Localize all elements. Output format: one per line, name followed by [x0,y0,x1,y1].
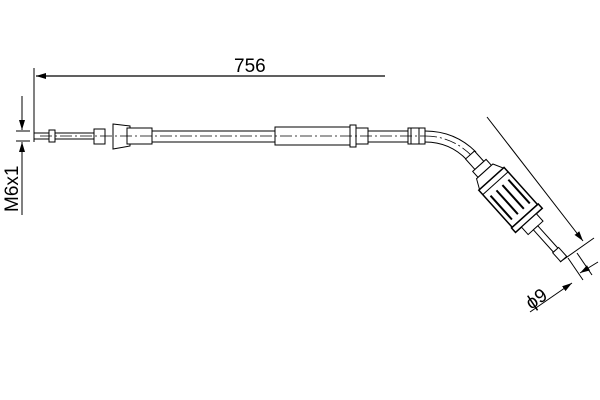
length-label: 756 [234,56,266,77]
diameter-dimension [529,252,599,313]
angled-length-dimension [486,116,595,263]
diameter-label: ϕ9 [522,285,551,314]
cable-straight-section [33,123,477,161]
length-dimension [33,68,385,142]
end-fitting-angled [464,150,568,263]
thread-dimension [16,96,30,215]
thread-label: M6x1 [2,166,23,212]
